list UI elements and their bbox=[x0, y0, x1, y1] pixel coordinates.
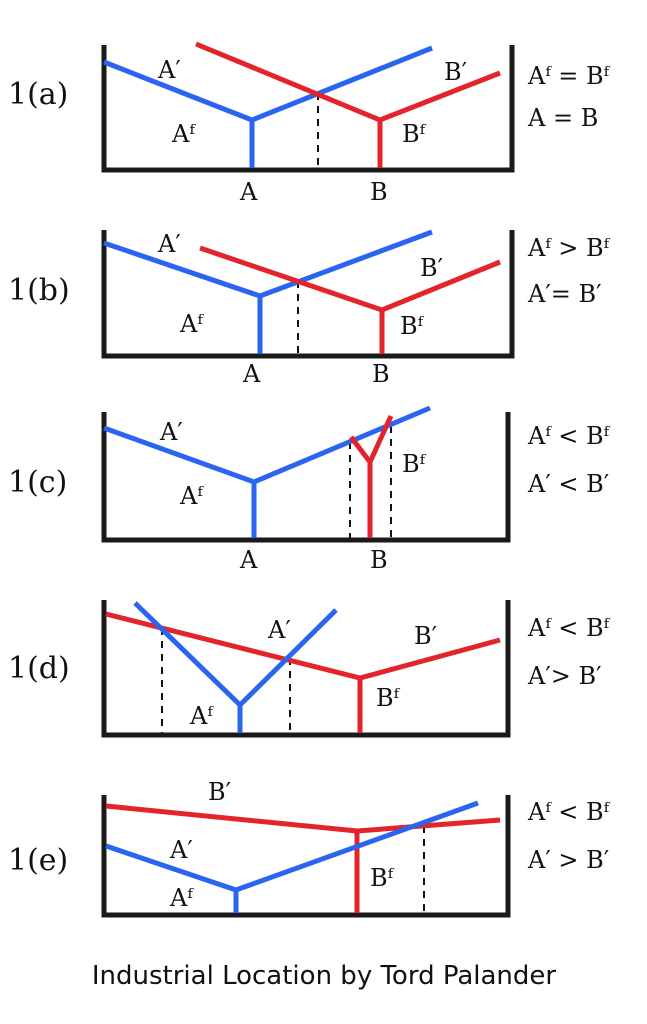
blue-line-label: A′ bbox=[169, 836, 193, 864]
blue-cost-curve bbox=[103, 405, 431, 485]
panel-label: 1(e) bbox=[8, 843, 68, 878]
blue-cost-curve bbox=[103, 229, 433, 299]
panel-label: 1(d) bbox=[8, 651, 70, 686]
relation-text: Aᶠ < Bᶠ bbox=[527, 798, 611, 826]
panel-1a: 1(a) A′ Aᶠ B′ Bᶠ A B Aᶠ = Bᶠ A = B bbox=[8, 41, 611, 206]
red-line-label: Bᶠ bbox=[376, 684, 401, 712]
red-line-label: B′ bbox=[414, 622, 437, 650]
blue-line-label: A′ bbox=[267, 616, 291, 644]
panel-1b: 1(b) A′ Aᶠ B′ Bᶠ A B Aᶠ > Bᶠ A′= B′ bbox=[8, 229, 611, 388]
axis-frame bbox=[101, 600, 511, 738]
base-label: B bbox=[370, 546, 388, 574]
red-line-label: Bᶠ bbox=[370, 864, 395, 892]
red-line-label: Bᶠ bbox=[402, 120, 427, 148]
blue-cost-curve bbox=[105, 800, 479, 893]
red-line-label: B′ bbox=[208, 778, 231, 806]
axis-frame bbox=[101, 230, 515, 359]
base-label: B bbox=[372, 360, 390, 388]
caption: Industrial Location by Tord Palander bbox=[92, 961, 557, 991]
relation-text: A′= B′ bbox=[527, 280, 602, 308]
panel-label: 1(c) bbox=[8, 465, 67, 500]
relation-text: A′ < B′ bbox=[527, 470, 609, 498]
blue-cost-curve bbox=[103, 45, 433, 123]
relation-text: Aᶠ < Bᶠ bbox=[527, 422, 611, 450]
axis-frame bbox=[101, 412, 511, 543]
base-label: A bbox=[242, 360, 261, 388]
relation-text: A′> B′ bbox=[527, 662, 602, 690]
base-label: A bbox=[239, 178, 258, 206]
panel-label: 1(b) bbox=[8, 273, 70, 308]
base-label: A bbox=[239, 546, 258, 574]
red-line-label: Bᶠ bbox=[400, 312, 425, 340]
blue-line-label: Aᶠ bbox=[179, 310, 204, 338]
red-cost-curve bbox=[199, 245, 501, 313]
blue-line-label: A′ bbox=[157, 56, 181, 84]
blue-line-label: Aᶠ bbox=[189, 702, 214, 730]
axis-frame bbox=[101, 45, 515, 173]
panel-label: 1(a) bbox=[8, 77, 68, 112]
base-label: B bbox=[370, 178, 388, 206]
blue-line-label: Aᶠ bbox=[169, 884, 194, 912]
blue-line-label: A′ bbox=[157, 230, 181, 258]
red-line-label: Bᶠ bbox=[402, 450, 427, 478]
relation-text: A = B bbox=[527, 104, 598, 132]
panel-1c: 1(c) A′ Aᶠ Bᶠ A B Aᶠ < Bᶠ A′ < B′ bbox=[8, 405, 611, 574]
red-line-label: B′ bbox=[420, 254, 443, 282]
panel-1e: 1(e) A′ Aᶠ B′ Bᶠ Aᶠ < Bᶠ A′ > B′ bbox=[8, 778, 611, 918]
panel-1d: 1(d) A′ Aᶠ B′ Bᶠ Aᶠ < Bᶠ A′> B′ bbox=[8, 600, 611, 738]
relation-text: Aᶠ > Bᶠ bbox=[527, 234, 611, 262]
red-line-label: B′ bbox=[444, 58, 467, 86]
relation-text: A′ > B′ bbox=[527, 846, 609, 874]
blue-cost-curve bbox=[133, 601, 338, 709]
blue-line-label: Aᶠ bbox=[179, 482, 204, 510]
blue-line-label: A′ bbox=[159, 418, 183, 446]
relation-text: Aᶠ = Bᶠ bbox=[527, 62, 611, 90]
relation-text: Aᶠ < Bᶠ bbox=[527, 614, 611, 642]
blue-line-label: Aᶠ bbox=[171, 120, 196, 148]
axis-frame bbox=[101, 795, 511, 918]
